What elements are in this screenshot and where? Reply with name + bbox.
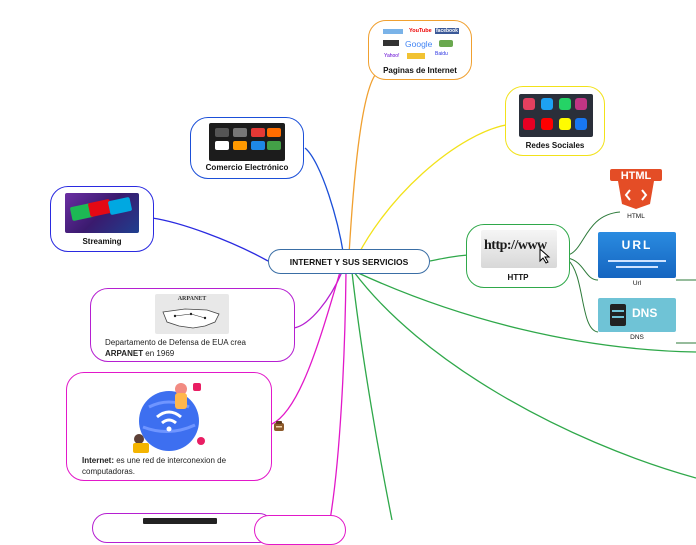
yahoo-logo: Yahoo! — [384, 53, 400, 59]
logo-tile-4 — [407, 53, 425, 59]
connector-paginas — [347, 69, 381, 273]
topic-paginas-internet[interactable]: YouTube facebook Google Yahoo! Baidu Pag… — [368, 20, 472, 80]
streaming-label: Streaming — [82, 237, 122, 246]
svg-text:HTML: HTML — [621, 170, 652, 182]
collapsed-branch-icon[interactable] — [273, 420, 285, 432]
shop-tile-8 — [267, 141, 281, 150]
arpanet-text-line1: Departamento de Defensa de EUA crea — [105, 338, 246, 347]
arpanet-map-image: ARPANET — [155, 294, 229, 334]
arpanet-image-title: ARPANET — [177, 296, 207, 302]
arpanet-bold: ARPANET — [105, 349, 144, 358]
shop-tile-3 — [251, 128, 265, 137]
http-image-text: http://www — [484, 238, 547, 253]
connector-arpanet — [293, 271, 343, 329]
wifi-icon — [156, 410, 182, 419]
redes-apps-image — [519, 94, 593, 137]
central-node[interactable]: INTERNET Y SUS SERVICIOS — [268, 249, 430, 274]
subtopic-dns[interactable]: DNS DNS — [598, 298, 678, 344]
shop-tile-2 — [233, 128, 247, 137]
connector-bottom-green — [351, 271, 393, 520]
arpanet-text-line2: ARPANET en 1969 — [105, 348, 293, 359]
dns-label: DNS — [630, 334, 644, 341]
topic-streaming[interactable]: Streaming — [50, 186, 154, 252]
stream-card-3 — [107, 196, 133, 216]
logo-tile-1 — [383, 29, 403, 34]
connector-url — [567, 257, 599, 281]
server-icon — [610, 304, 626, 326]
app-tile-6 — [541, 118, 553, 130]
connector-redes — [349, 123, 513, 273]
shop-tile-5 — [215, 141, 229, 150]
html-label: HTML — [627, 213, 645, 220]
topic-redes-sociales[interactable]: Redes Sociales — [505, 86, 605, 156]
dns-image-text: DNS — [632, 306, 658, 320]
shop-tile-7 — [251, 141, 265, 150]
connector-internet — [271, 271, 341, 425]
url-bar-line-1 — [608, 260, 666, 262]
topic-arpanet[interactable]: ARPANET Departamento de Defensa de EUA c… — [90, 288, 295, 362]
app-tile-5 — [523, 118, 535, 130]
topic-http[interactable]: http://www HTTP — [466, 224, 570, 288]
arpanet-rest: en 1969 — [143, 349, 175, 358]
url-image-text: URL — [621, 238, 653, 252]
central-title: INTERNET Y SUS SERVICIOS — [289, 257, 409, 267]
server-stripe-2 — [612, 316, 624, 318]
dns-image: DNS — [598, 298, 676, 332]
youtube-logo: YouTube — [409, 28, 432, 34]
connector-bottom-left — [329, 271, 347, 520]
shop-tile-1 — [215, 128, 229, 137]
shop-tile-6 — [233, 141, 247, 150]
app-tile-3 — [559, 98, 571, 110]
internet-illustration — [133, 383, 205, 453]
topic-internet[interactable]: Internet: es une red de interconexion de… — [66, 372, 272, 481]
partial-node-bottom-left[interactable] — [92, 513, 274, 543]
facebook-logo: facebook — [435, 28, 459, 34]
app-tile-7 — [559, 118, 571, 130]
logo-tile-3 — [439, 40, 453, 47]
url-label: Url — [632, 280, 642, 287]
cursor-icon — [539, 248, 551, 264]
streaming-image — [65, 193, 139, 233]
url-bar-line-2 — [616, 266, 658, 268]
html-icon: HTML — [610, 169, 662, 209]
connector-right-green-2 — [355, 271, 696, 353]
shop-tile-4 — [267, 128, 281, 137]
baidu-logo: Baidu — [435, 51, 448, 57]
internet-text-line1: Internet: es une red de interconexion de — [82, 455, 270, 466]
app-tile-1 — [523, 98, 535, 110]
app-tile-4 — [575, 98, 587, 110]
internet-text-line2: computadoras. — [82, 467, 135, 476]
app-tile-2 — [541, 98, 553, 110]
connector-right-green-1 — [353, 271, 696, 479]
redes-label: Redes Sociales — [525, 141, 585, 150]
connector-html — [567, 211, 621, 256]
internet-description: Internet: es une red de interconexion de… — [82, 455, 270, 477]
usa-map-icon — [162, 308, 220, 329]
url-image: URL — [598, 232, 676, 278]
connector-streaming — [151, 217, 269, 262]
comercio-label: Comercio Electrónico — [205, 163, 289, 172]
mindmap-canvas — [151, 69, 696, 520]
app-tile-8 — [575, 118, 587, 130]
paginas-logos-image: YouTube facebook Google Yahoo! Baidu — [383, 27, 459, 63]
connector-dns — [567, 259, 599, 333]
server-stripe-1 — [612, 310, 624, 312]
subtopic-html[interactable]: HTML HTML — [606, 166, 666, 224]
google-logo: Google — [405, 39, 433, 49]
partial-node-image — [143, 518, 217, 524]
comercio-image — [209, 123, 285, 161]
http-label: HTTP — [507, 273, 529, 282]
topic-comercio-electronico[interactable]: Comercio Electrónico — [190, 117, 304, 179]
connector-http — [429, 254, 469, 262]
arpanet-description: Departamento de Defensa de EUA crea ARPA… — [105, 337, 293, 359]
internet-bold: Internet: — [82, 456, 114, 465]
internet-rest: es une red de interconexion de — [114, 456, 227, 465]
subtopic-url[interactable]: URL Url — [598, 232, 678, 290]
http-image: http://www — [481, 230, 557, 268]
logo-tile-2 — [383, 40, 399, 46]
paginas-label: Paginas de Internet — [383, 66, 457, 75]
